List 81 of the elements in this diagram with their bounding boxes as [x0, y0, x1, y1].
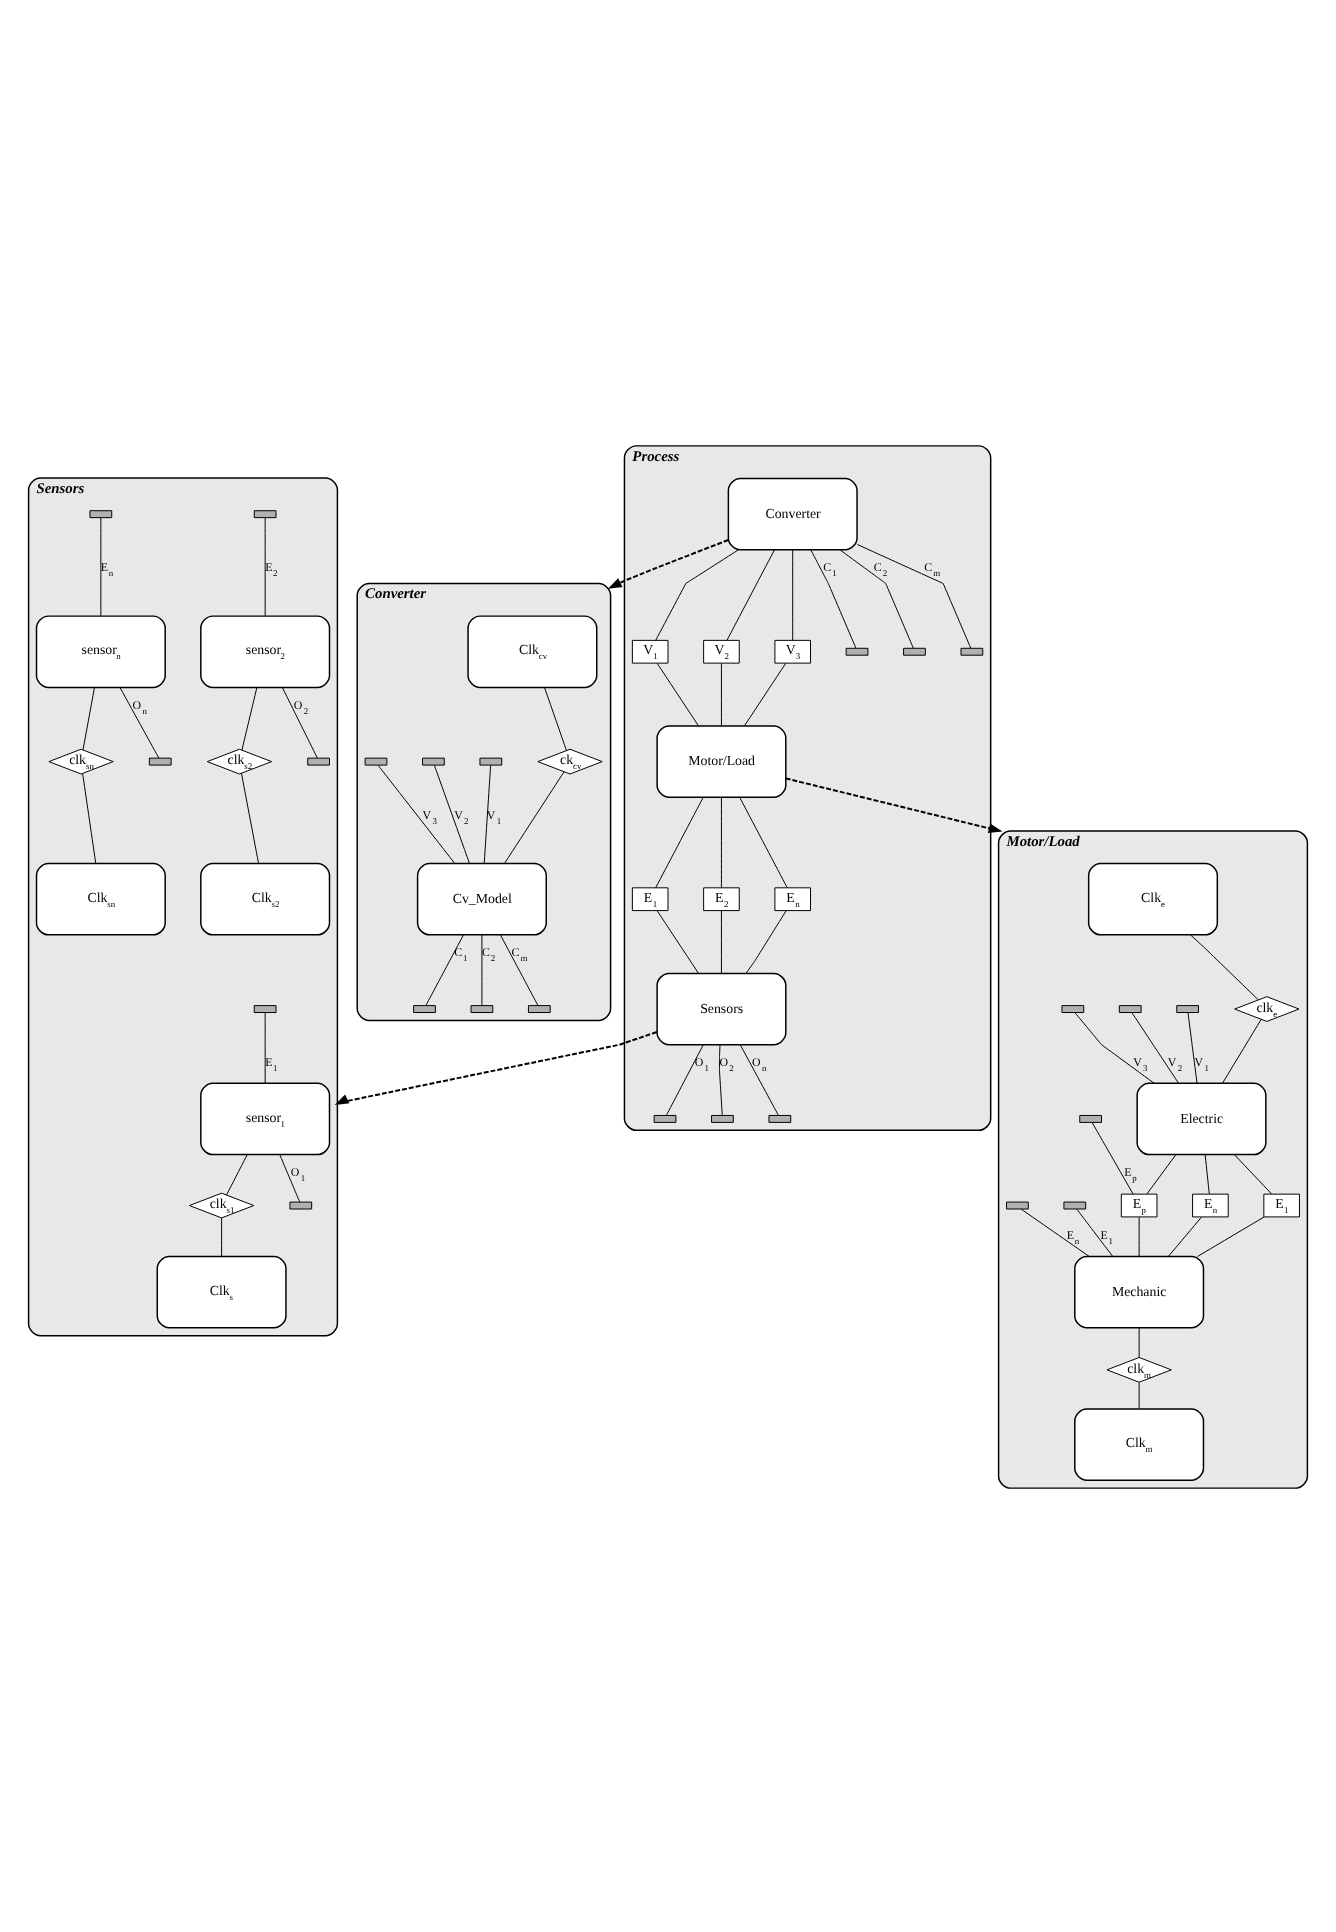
connector: [483, 763, 492, 863]
connector: [264, 1011, 266, 1083]
node-bar: [307, 756, 330, 765]
connector: [1138, 1215, 1140, 1256]
connector: [425, 933, 464, 1005]
connector: [1222, 1018, 1262, 1083]
connector: [1197, 1215, 1265, 1256]
connector: [739, 796, 788, 888]
connector: [655, 548, 739, 640]
connector: [856, 543, 972, 648]
connector: [720, 796, 722, 888]
connector: [718, 1043, 723, 1115]
connector: [720, 662, 722, 726]
connector: [100, 516, 102, 616]
node-bar: [711, 1113, 734, 1122]
node-bar: [253, 1004, 277, 1013]
connector: [1167, 1215, 1202, 1256]
node-bar: [1118, 1004, 1142, 1013]
connector: [264, 516, 266, 616]
connector: [665, 1043, 704, 1115]
connector: [1146, 1153, 1177, 1194]
node-bar: [903, 646, 926, 655]
arrow: [607, 538, 730, 588]
node-bar: [470, 1004, 494, 1013]
node-bar: [364, 756, 388, 765]
arrow: [784, 776, 1003, 832]
connector: [240, 771, 260, 863]
node-bar: [527, 1004, 551, 1013]
connector: [745, 909, 787, 973]
connector: [82, 772, 97, 863]
connector: [1076, 1207, 1114, 1256]
connector: [720, 909, 722, 973]
node-bar: [413, 1004, 436, 1013]
node-bar: [1063, 1200, 1087, 1209]
connector: [119, 685, 160, 758]
node-bar: [1061, 1004, 1085, 1013]
connector: [744, 662, 787, 726]
connector: [655, 796, 704, 888]
connector: [504, 770, 565, 863]
node-bar: [845, 646, 869, 655]
node-bar: [653, 1113, 677, 1122]
connector: [241, 685, 258, 750]
connector: [281, 685, 318, 758]
connector: [839, 548, 914, 648]
connector: [810, 548, 857, 648]
node-bar: [253, 509, 277, 518]
connector: [1204, 1153, 1210, 1194]
connector: [433, 763, 470, 863]
connector: [221, 1216, 223, 1256]
connector: [1234, 1153, 1272, 1194]
connector: [739, 1043, 779, 1115]
connector: [792, 548, 794, 640]
connector: [481, 933, 483, 1005]
connector: [726, 548, 775, 640]
connector: [1074, 1011, 1155, 1083]
connector: [82, 685, 95, 750]
node-bar: [89, 509, 113, 518]
node-bar: [1079, 1113, 1103, 1122]
node-bar: [1006, 1200, 1029, 1209]
node-bar: [1176, 1004, 1200, 1013]
node-bar: [768, 1113, 792, 1122]
connector: [544, 685, 567, 750]
arrow: [334, 1030, 658, 1104]
connector: [1138, 1381, 1140, 1409]
connector: [1131, 1011, 1180, 1083]
node-bar: [422, 756, 445, 765]
connector: [1020, 1207, 1090, 1256]
connector: [377, 763, 456, 863]
connector: [1091, 1121, 1134, 1194]
connector: [656, 662, 699, 726]
connector: [279, 1153, 301, 1202]
node-bar: [479, 756, 503, 765]
node-bar: [148, 756, 172, 765]
node-bar: [289, 1200, 313, 1209]
connector: [1187, 1011, 1198, 1083]
node-bar: [960, 646, 984, 655]
connector: [1190, 933, 1259, 1000]
connector: [656, 909, 699, 973]
connector: [226, 1153, 248, 1195]
connector: [499, 933, 539, 1005]
connector: [1138, 1326, 1140, 1357]
